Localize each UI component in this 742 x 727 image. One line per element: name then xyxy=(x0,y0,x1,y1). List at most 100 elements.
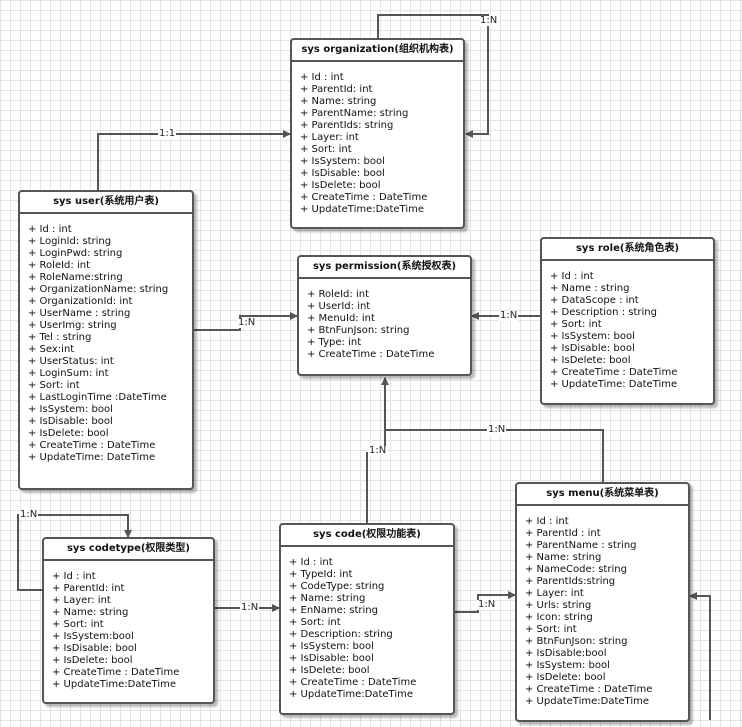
entity-title: sys code(权限功能表) xyxy=(281,525,453,547)
field-row: + ParentId: int xyxy=(52,583,125,594)
link-menu-parent xyxy=(689,592,711,720)
code-permission-cardinality: 1:N xyxy=(368,445,388,456)
entity-user[interactable]: sys user(系统用户表) + Id : int+ LoginId: str… xyxy=(18,190,194,490)
field-list: + Id : int+ ParentId: int+ Layer: int+ N… xyxy=(44,561,213,691)
entity-title: sys menu(系统菜单表) xyxy=(517,484,688,506)
field-row: + CreateTime : DateTime xyxy=(289,677,417,688)
field-row: + Id : int xyxy=(300,72,344,83)
field-list: + Id : int+ LoginId: string+ LoginPwd: s… xyxy=(20,214,192,464)
field-row: + MenuId: int xyxy=(307,313,375,324)
field-row: + NameCode: string xyxy=(525,564,627,575)
field-row: + Icon: string xyxy=(525,612,593,623)
field-row: + CreateTime : DateTime xyxy=(550,367,678,378)
field-row: + TypeId: int xyxy=(289,569,353,580)
field-row: + EnName: string xyxy=(289,605,378,616)
field-row: + CreateTime : DateTime xyxy=(525,684,653,695)
entity-organization[interactable]: sys organization(组织机构表) + Id : int+ Pare… xyxy=(290,38,465,229)
field-row: + UpdateTime: DateTime xyxy=(28,452,156,463)
field-row: + Urls: string xyxy=(525,600,592,611)
role-permission-cardinality: 1:N xyxy=(499,310,519,321)
field-row: + BtnFunJson: string xyxy=(307,325,410,336)
field-list: + RoleId: int+ UserId: int+ MenuId: int+… xyxy=(299,279,470,361)
field-list: + Id : int+ TypeId: int+ CodeType: strin… xyxy=(281,547,453,701)
field-row: + IsSystem: bool xyxy=(28,404,113,415)
codetype-code-cardinality: 1:N xyxy=(240,602,260,613)
field-row: + IsSystem: bool xyxy=(289,641,374,652)
field-row: + RoleName:string xyxy=(28,272,123,283)
field-row: + ParentName: string xyxy=(300,108,409,119)
field-row: + LastLoginTime :DateTime xyxy=(28,392,167,403)
field-list: + Id : int+ Name : string+ DataScope : i… xyxy=(542,261,713,391)
field-row: + Name: string xyxy=(300,96,377,107)
field-row: + ParentId : int xyxy=(525,528,601,539)
code-menu-cardinality: 1:N xyxy=(477,599,497,610)
field-row: + Layer: int xyxy=(300,132,359,143)
entity-permission[interactable]: sys permission(系统授权表) + RoleId: int+ Use… xyxy=(297,255,472,376)
user-permission-cardinality: 1:N xyxy=(237,317,257,328)
field-row: + UpdateTime:DateTime xyxy=(52,679,176,690)
field-row: + IsDelete: bool xyxy=(525,672,606,683)
field-row: + Id : int xyxy=(28,224,72,235)
link-menu-permission xyxy=(385,429,604,482)
field-row: + CreateTime : DateTime xyxy=(307,349,435,360)
field-row: + DataScope : int xyxy=(550,295,639,306)
field-row: + ParentId: int xyxy=(300,84,373,95)
field-row: + Description: string xyxy=(289,629,393,640)
field-row: + IsDisable: bool xyxy=(550,343,635,354)
field-row: + UserName : string xyxy=(28,308,131,319)
field-row: + RoleId: int xyxy=(28,260,90,271)
field-row: + IsDelete: bool xyxy=(550,355,631,366)
field-row: + Name: string xyxy=(289,593,366,604)
field-row: + LoginId: string xyxy=(28,236,112,247)
entity-title: sys organization(组织机构表) xyxy=(292,40,463,62)
codetype-self-cardinality: 1:N xyxy=(19,509,39,520)
entity-menu[interactable]: sys menu(系统菜单表) + Id : int+ ParentId : i… xyxy=(515,482,690,722)
field-row: + Name: string xyxy=(525,552,602,563)
field-row: + Sort: int xyxy=(550,319,602,330)
field-row: + Layer: int xyxy=(525,588,584,599)
field-row: + Type: int xyxy=(307,337,362,348)
field-row: + Name : string xyxy=(550,283,630,294)
entity-title: sys codetype(权限类型) xyxy=(44,539,213,561)
field-row: + IsDisable: bool xyxy=(28,416,113,427)
field-row: + IsDisable: bool xyxy=(300,168,385,179)
field-row: + OrganizationName: string xyxy=(28,284,169,295)
field-row: + ParentIds: string xyxy=(300,120,394,131)
org-self-cardinality: 1:N xyxy=(479,15,499,26)
user-org-cardinality: 1:1 xyxy=(158,128,177,139)
field-row: + OrganizationId: int xyxy=(28,296,133,307)
field-row: + Sort: int xyxy=(52,619,104,630)
entity-code[interactable]: sys code(权限功能表) + Id : int+ TypeId: int+… xyxy=(279,523,455,715)
field-row: + IsDelete: bool xyxy=(28,428,109,439)
field-row: + LoginPwd: string xyxy=(28,248,123,259)
entity-role[interactable]: sys role(系统角色表) + Id : int+ Name : strin… xyxy=(540,237,715,405)
field-row: + UserId: int xyxy=(307,301,371,312)
entity-codetype[interactable]: sys codetype(权限类型) + Id : int+ ParentId:… xyxy=(42,537,215,704)
entity-title: sys permission(系统授权表) xyxy=(299,257,470,279)
field-row: + Sort: int xyxy=(289,617,341,628)
field-row: + Name: string xyxy=(52,607,129,618)
field-row: + Id : int xyxy=(550,271,594,282)
field-row: + Sex:int xyxy=(28,344,75,355)
field-row: + Layer: int xyxy=(52,595,111,606)
field-row: + Description : string xyxy=(550,307,657,318)
field-row: + IsDisable: bool xyxy=(289,653,374,664)
field-row: + BtnFunJson: string xyxy=(525,636,628,647)
field-list: + Id : int+ ParentId : int+ ParentName :… xyxy=(517,506,688,708)
field-row: + UpdateTime:DateTime xyxy=(289,689,413,700)
field-row: + IsDelete: bool xyxy=(300,180,381,191)
field-row: + Id : int xyxy=(289,557,333,568)
link-codetype-self xyxy=(17,514,132,591)
field-row: + CodeType: string xyxy=(289,581,385,592)
link-organization-self xyxy=(377,14,489,138)
field-row: + IsDelete: bool xyxy=(289,665,370,676)
field-row: + Sort: int xyxy=(525,624,577,635)
field-row: + RoleId: int xyxy=(307,289,369,300)
field-row: + UpdateTime:DateTime xyxy=(300,204,424,215)
field-row: + UpdateTime:DateTime xyxy=(525,696,649,707)
field-row: + CreateTime : DateTime xyxy=(300,192,428,203)
field-row: + IsSystem:bool xyxy=(52,631,134,642)
field-row: + IsSystem: bool xyxy=(525,660,610,671)
field-list: + Id : int+ ParentId: int+ Name: string+… xyxy=(292,62,463,216)
link-user-organization xyxy=(97,130,291,190)
